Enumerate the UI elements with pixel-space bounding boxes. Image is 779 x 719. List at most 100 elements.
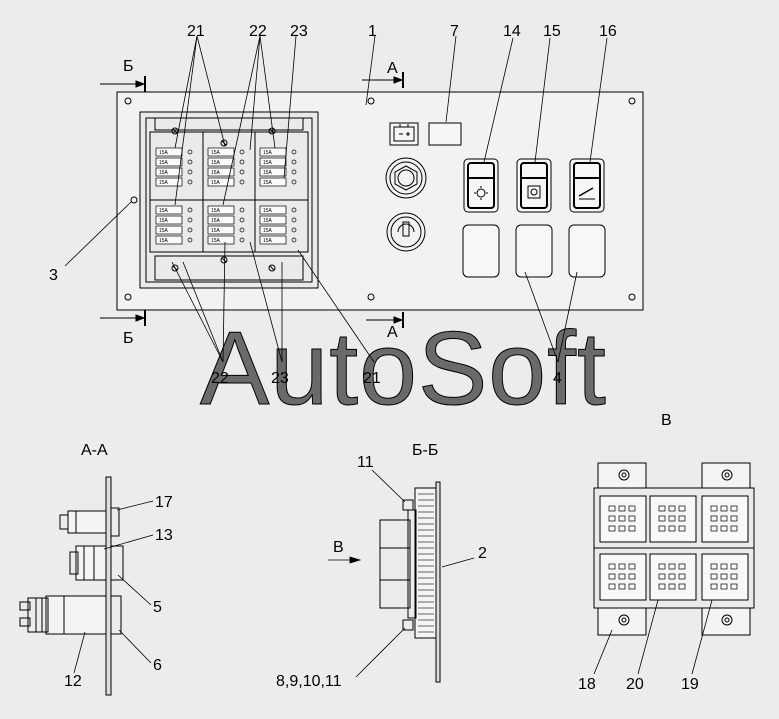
view-arrow-v-label: В	[333, 539, 344, 556]
relay-socket	[599, 495, 647, 543]
fuse-slot	[207, 147, 235, 157]
fuse-rating: 15A	[263, 180, 273, 186]
callout-11: 11	[357, 454, 374, 471]
fuse-slot	[207, 177, 235, 187]
relay-pin	[730, 563, 738, 570]
screw-3	[130, 196, 138, 204]
relay-pin	[730, 525, 738, 532]
fuse-contact	[187, 169, 193, 175]
callout-23-bottom: 23	[271, 370, 289, 387]
fuse-contact	[291, 237, 297, 243]
fuse-slot	[259, 215, 287, 225]
relay-pin	[710, 563, 718, 570]
relay-pin	[608, 573, 616, 580]
section-mark-b-top: Б	[123, 58, 134, 75]
fuse-contact	[291, 179, 297, 185]
fuse-rating: 15A	[263, 170, 273, 176]
fuse-rating: 15A	[211, 160, 221, 166]
fuse-slot	[207, 167, 235, 177]
relay-socket	[649, 553, 697, 601]
fuse-contact	[187, 217, 193, 223]
relay-pin	[710, 573, 718, 580]
relay-socket	[599, 553, 647, 601]
fuse-contact	[239, 169, 245, 175]
fuse-contact	[291, 169, 297, 175]
relay-pin	[720, 525, 728, 532]
fuse-slot	[207, 157, 235, 167]
relay-pin	[710, 525, 718, 532]
relay-pin	[628, 515, 636, 522]
title-section-bb: Б-Б	[412, 442, 438, 459]
callout-21-bottom: 21	[363, 370, 381, 387]
leader-lines-v	[593, 599, 713, 675]
callout-3: 3	[49, 267, 58, 284]
relay-pin	[730, 505, 738, 512]
callout-1: 1	[368, 23, 377, 40]
fuse-rating: 15A	[159, 180, 169, 186]
relay-pin	[658, 563, 666, 570]
relay-pin	[618, 563, 626, 570]
fuse-contact	[187, 179, 193, 185]
fuse-contact	[187, 207, 193, 213]
fuse-slot	[155, 177, 183, 187]
fuse-slot	[207, 235, 235, 245]
relay-pin	[618, 515, 626, 522]
relay-pin	[668, 583, 676, 590]
fuse-slot	[259, 235, 287, 245]
fuse-rating: 15A	[263, 218, 273, 224]
section-marks	[100, 72, 404, 328]
label-plate-7	[428, 122, 462, 146]
fuse-slot	[207, 215, 235, 225]
rocker-switch-16	[569, 158, 605, 213]
block-screw	[268, 264, 276, 272]
fuse-grid: 15A15A15A15A15A15A15A15A15A15A15A15A15A1…	[155, 127, 297, 272]
relay-pin	[720, 515, 728, 522]
fuse-rating: 15A	[159, 238, 169, 244]
relay-pin	[710, 583, 718, 590]
fuse-contact	[239, 207, 245, 213]
fuse-rating: 15A	[211, 208, 221, 214]
section-aa-drawing	[19, 476, 124, 696]
callout-22-bottom: 22	[211, 370, 229, 387]
relay-pin	[678, 573, 686, 580]
bb-fin-lines	[418, 493, 434, 633]
fuse-slot	[155, 235, 183, 245]
callout-14: 14	[503, 23, 521, 40]
fuse-rating: 15A	[263, 160, 273, 166]
fuse-slot	[155, 167, 183, 177]
relay-pin	[730, 573, 738, 580]
fuse-rating: 15A	[159, 170, 169, 176]
relay-pin	[628, 505, 636, 512]
fuse-slot	[259, 167, 287, 177]
relay-pin	[618, 525, 626, 532]
callout-22-top: 22	[249, 23, 267, 40]
relay-socket	[649, 495, 697, 543]
fuse-slot	[155, 215, 183, 225]
block-screw	[171, 264, 179, 272]
relay-pin	[720, 573, 728, 580]
relay-pin	[678, 525, 686, 532]
relay-pin	[658, 525, 666, 532]
fuse-rating: 15A	[211, 150, 221, 156]
fuse-rating: 15A	[159, 160, 169, 166]
relay-pin	[668, 515, 676, 522]
fuse-rating: 15A	[211, 180, 221, 186]
leader-lines-aa	[73, 500, 154, 674]
fuse-contact	[239, 149, 245, 155]
callout-17: 17	[155, 494, 173, 511]
fuse-contact	[291, 159, 297, 165]
relay-pin	[618, 573, 626, 580]
fuse-contact	[187, 237, 193, 243]
fuse-contact	[239, 227, 245, 233]
rotary-switch	[386, 212, 426, 252]
title-view-v: В	[661, 412, 672, 429]
fuse-contact	[291, 149, 297, 155]
fuse-block	[139, 111, 319, 289]
indicator-battery	[389, 122, 419, 146]
relay-pin	[668, 563, 676, 570]
fuse-slot	[207, 205, 235, 215]
leader-lines-front	[64, 35, 608, 363]
relay-pin	[618, 583, 626, 590]
block-screw-slot	[172, 128, 178, 134]
